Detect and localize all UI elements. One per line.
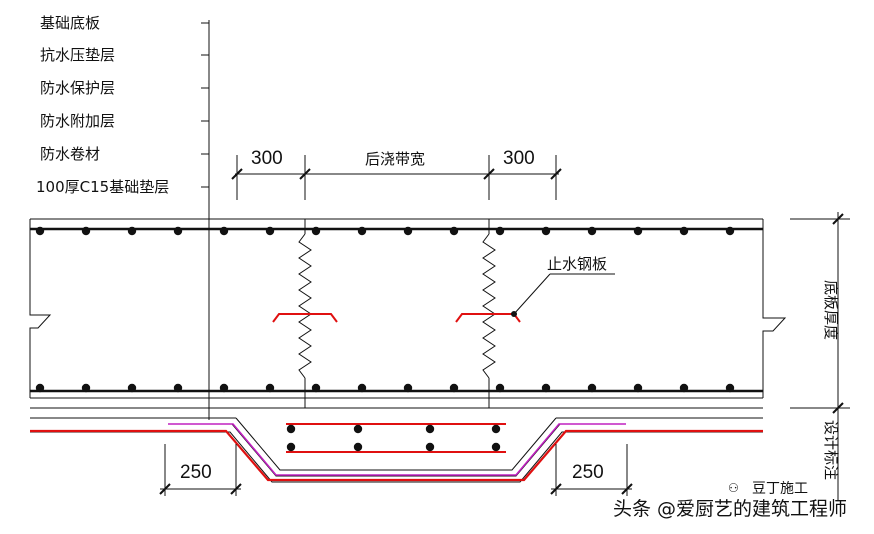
layer-label-waterproof-membrane: 防水卷材 [40, 145, 100, 163]
layer-leader [201, 20, 210, 420]
watermark-logo-icon: ⚇ [728, 481, 739, 495]
waterproof-membrane [168, 423, 626, 476]
watermark-credit: 头条 @爱厨艺的建筑工程师 [613, 498, 847, 520]
layer-labels: 基础底板 抗水压垫层 防水保护层 防水附加层 防水卷材 100厚C15基础垫层 [36, 14, 169, 196]
pit-rebar-top [286, 423, 506, 434]
water-stop-leader-dot [511, 311, 517, 317]
bottom-dimension-right [550, 444, 633, 496]
dim-right-300: 300 [503, 148, 535, 169]
layer-label-c15-cushion: 100厚C15基础垫层 [36, 178, 169, 196]
watermark-brand: 豆丁施工 [752, 481, 808, 497]
watermark: ⚇ 豆丁施工 头条 @爱厨艺的建筑工程师 [613, 481, 847, 520]
label-water-stop-plate: 止水钢板 [547, 255, 607, 273]
depression-outline [30, 417, 763, 483]
layer-label-base-slab: 基础底板 [40, 14, 100, 32]
layer-label-anti-water-pressure-cushion: 抗水压垫层 [40, 46, 115, 64]
label-slab-thickness: 底板厚度 [822, 280, 840, 340]
right-dimension [790, 212, 850, 500]
dim-pour-strip-width: 后浇带宽 [365, 150, 425, 168]
layer-label-waterproof-additional: 防水附加层 [40, 112, 115, 130]
water-stop-plate-right [455, 313, 521, 323]
top-dimension [231, 155, 562, 200]
bottom-rebar-row [35, 383, 735, 393]
dim-bottom-left-250: 250 [180, 462, 212, 483]
joint-right [482, 219, 496, 408]
joint-left [298, 219, 312, 408]
water-stop-plate-left [272, 313, 338, 323]
dim-left-300: 300 [251, 148, 283, 169]
top-rebar-row [35, 226, 735, 236]
layer-label-waterproof-protection: 防水保护层 [40, 79, 115, 97]
dim-bottom-right-250: 250 [572, 462, 604, 483]
water-stop-leader [513, 273, 615, 315]
pit-rebar-bottom [286, 442, 506, 453]
waterproof-additional-layer [30, 429, 763, 482]
bottom-dimension-left [159, 444, 242, 496]
label-design-elevation: 设计标注 [822, 420, 840, 480]
